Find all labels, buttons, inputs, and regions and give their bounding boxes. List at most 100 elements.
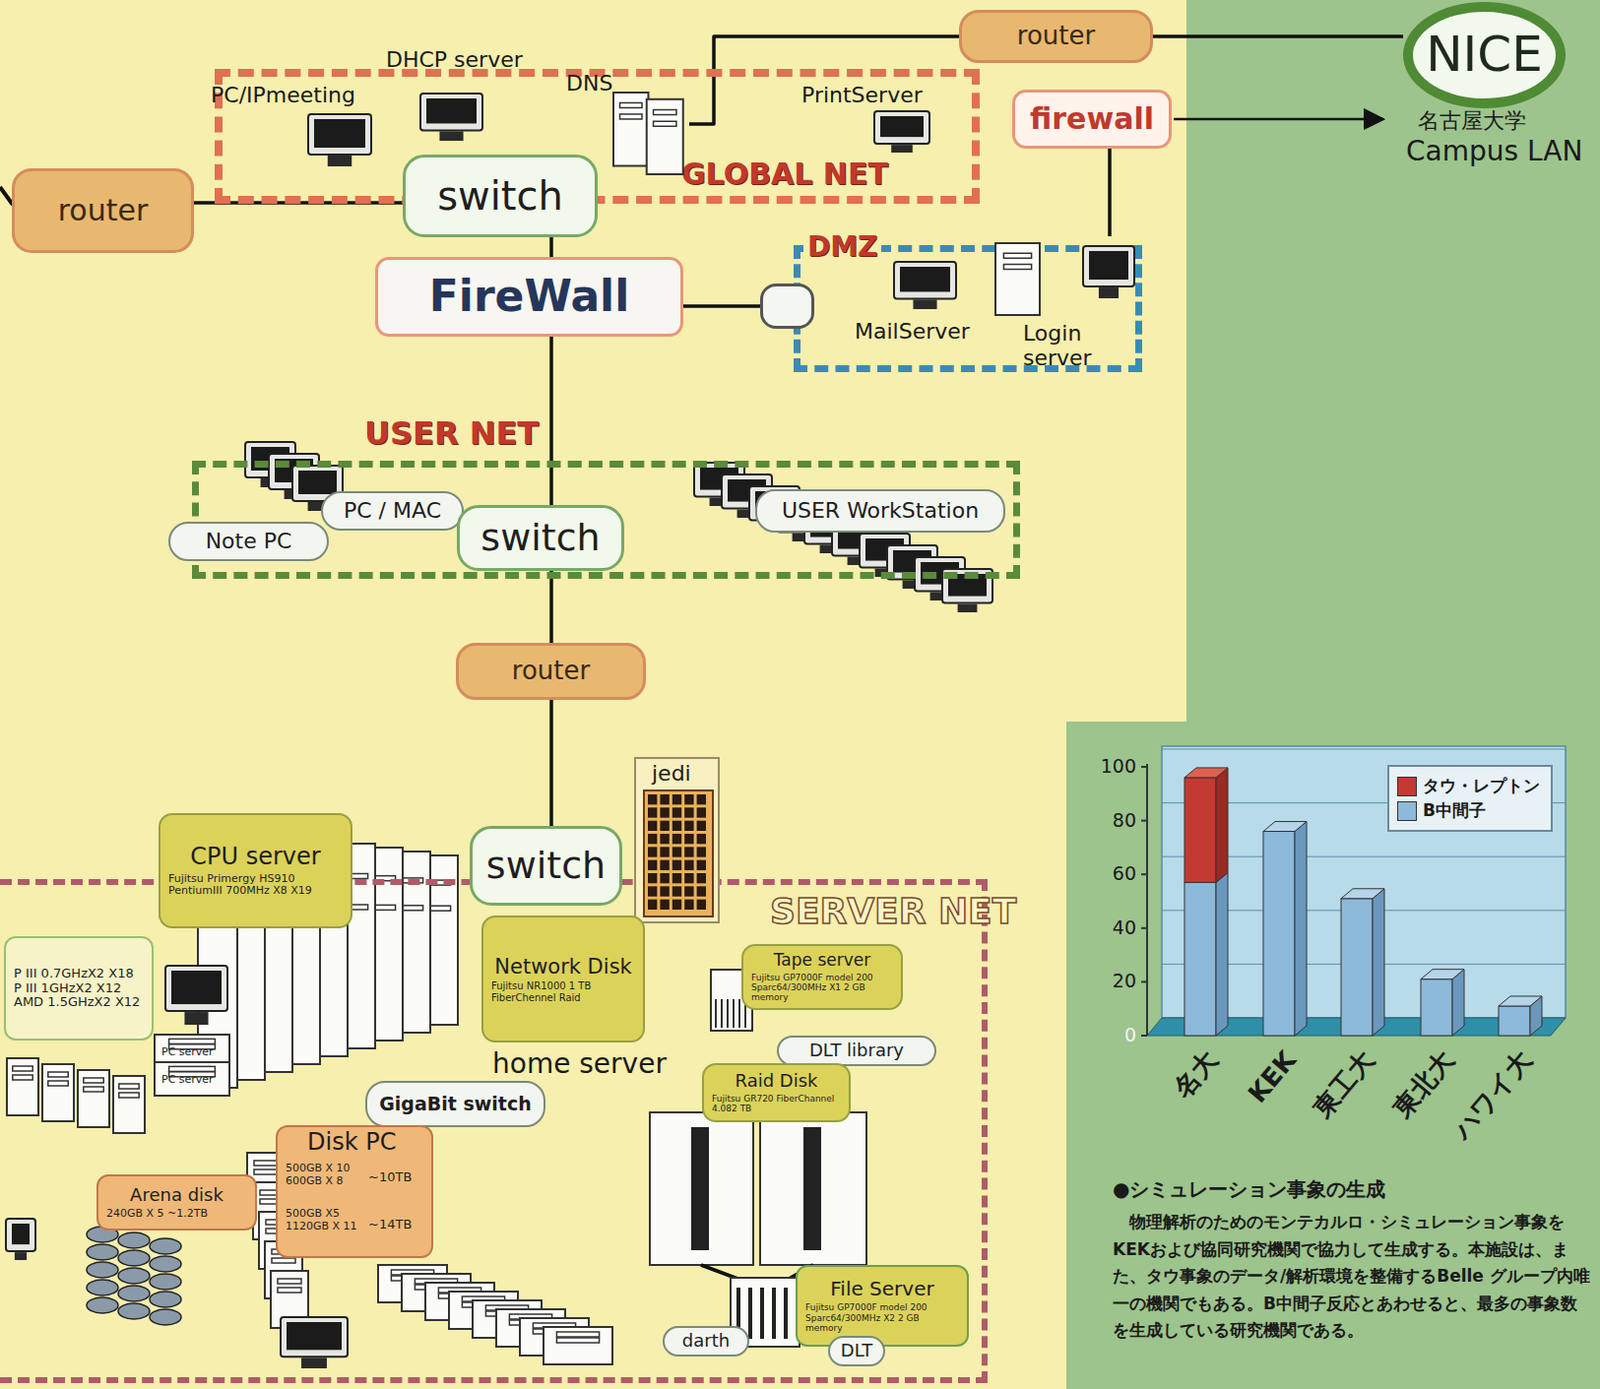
network-name: NICE	[1425, 26, 1543, 84]
disk-unit	[149, 1274, 182, 1290]
tape-slot	[738, 999, 741, 1028]
disk-unit	[149, 1256, 182, 1273]
tower-case	[613, 92, 649, 167]
y-tick	[1141, 766, 1148, 768]
tower-case	[543, 1327, 613, 1365]
monitor-frame	[280, 1317, 348, 1357]
device-name: jedi	[651, 761, 692, 786]
rack-cell	[659, 860, 669, 871]
network-link	[1107, 148, 1112, 237]
axis-tick: 0	[1083, 1024, 1137, 1047]
server-icon	[994, 242, 1041, 317]
server-tower	[646, 99, 684, 175]
device-name: Note PC	[205, 528, 293, 554]
device-name: GigaBit switch	[379, 1093, 531, 1116]
info-box: CPU serverFujitsu Primergy HS910 Pentium…	[158, 813, 353, 929]
bar-side	[1372, 889, 1385, 1036]
device-name: FireWall	[429, 271, 631, 322]
bar-top	[1341, 889, 1385, 899]
rack-cell	[672, 821, 682, 832]
grid-line	[1161, 749, 1566, 751]
y-tick	[1141, 980, 1148, 983]
box-title: Disk PC	[307, 1129, 396, 1157]
monitor-stand	[327, 155, 352, 167]
monitor-stand	[1098, 287, 1119, 299]
bar-front	[1498, 1006, 1531, 1036]
drive-slot	[169, 1038, 216, 1044]
tower-case	[154, 1062, 230, 1096]
info-box: Raid DiskFujitsu GR720 FiberChannel 4.08…	[702, 1063, 851, 1123]
network-zone: USER NETNote PCPC / MACswitchUSER WorkSt…	[192, 460, 1021, 579]
pc-server-tower	[42, 1064, 74, 1122]
raid-drive-bay	[691, 1127, 709, 1251]
spec-text: P III 0.7GHzX2 X18 P III 1GHzX2 X12 AMD …	[13, 966, 144, 1012]
place-name: 名古屋大学	[1417, 108, 1527, 134]
rack-cell	[647, 860, 657, 871]
cabinet-stripe	[760, 1287, 765, 1340]
spec-text: 240GB X 5 ~1.2TB	[106, 1208, 248, 1221]
info-box: Tape serverFujitsu GP7000F model 200 Spa…	[741, 944, 903, 1011]
info-box: Arena disk240GB X 5 ~1.2TB	[96, 1174, 257, 1231]
monitor-screen	[286, 1322, 342, 1350]
cabinet-stripe	[771, 1287, 776, 1340]
monitor-stand	[301, 1357, 327, 1369]
drive-slot	[556, 1332, 599, 1338]
bar-front	[1184, 777, 1216, 883]
category-label: 名大	[1111, 1045, 1224, 1171]
spec-text: Fujitsu GP7000F model 200 Sparc64/300MHz…	[751, 972, 894, 1004]
monitor-screen	[899, 266, 951, 292]
monitor	[5, 1218, 36, 1261]
box-title: Network Disk	[494, 955, 632, 979]
rack-cell	[647, 821, 657, 832]
device-label: PC server	[161, 1045, 214, 1059]
device-name: switch	[480, 516, 600, 561]
device-name: router	[58, 193, 149, 229]
monitor-stand	[184, 1012, 208, 1025]
monitor-icon	[418, 91, 485, 143]
bar-side	[1452, 969, 1465, 1036]
tape-slot	[720, 999, 723, 1028]
device-name: darth	[682, 1331, 730, 1352]
router-box: router	[455, 642, 646, 701]
rack-cell	[672, 807, 682, 818]
device-pill: darth	[662, 1326, 750, 1357]
host-icon: PrintServer	[799, 82, 948, 158]
rack-cell	[659, 899, 669, 910]
rack-cell	[697, 899, 706, 910]
drive-slot	[1003, 253, 1031, 258]
monitor-frame	[308, 114, 372, 155]
monitor-frame	[5, 1218, 36, 1252]
rack-cell	[672, 886, 682, 896]
spec-text: Fujitsu GR720 FiberChannel 4.082 TB	[711, 1093, 841, 1115]
device-name: PC / MAC	[343, 498, 442, 523]
rack-grid	[643, 790, 713, 917]
disk-unit	[86, 1244, 119, 1261]
drive-slot	[653, 110, 677, 116]
rack-cell	[684, 821, 694, 832]
disk-unit	[118, 1250, 150, 1267]
rack-cell	[684, 873, 694, 884]
tape-slot	[732, 999, 735, 1028]
device-name: switch	[486, 844, 606, 889]
tower-case	[995, 243, 1040, 316]
monitor-screen	[1088, 251, 1129, 280]
y-axis	[1146, 764, 1149, 1036]
disk-unit	[118, 1285, 150, 1302]
drive-slot	[620, 114, 643, 120]
disk-unit	[86, 1280, 119, 1296]
device-pill: GigaBit switch	[365, 1081, 546, 1128]
bar-side	[1216, 768, 1228, 883]
rack-cell	[672, 833, 682, 844]
network-link	[1152, 34, 1404, 39]
spec-text: Fujitsu NR1000 1 TB FiberChennel Raid	[491, 980, 636, 1004]
console-monitor	[165, 965, 228, 1025]
rack-cell	[684, 807, 694, 818]
host-name: DNS	[566, 70, 613, 96]
axis-tick: 20	[1083, 969, 1137, 993]
drive-slot	[169, 1066, 216, 1072]
tower-case	[113, 1076, 145, 1134]
host-icon: DHCP server	[384, 47, 532, 146]
y-tick	[1141, 1034, 1148, 1037]
drive-slot	[271, 1258, 296, 1264]
